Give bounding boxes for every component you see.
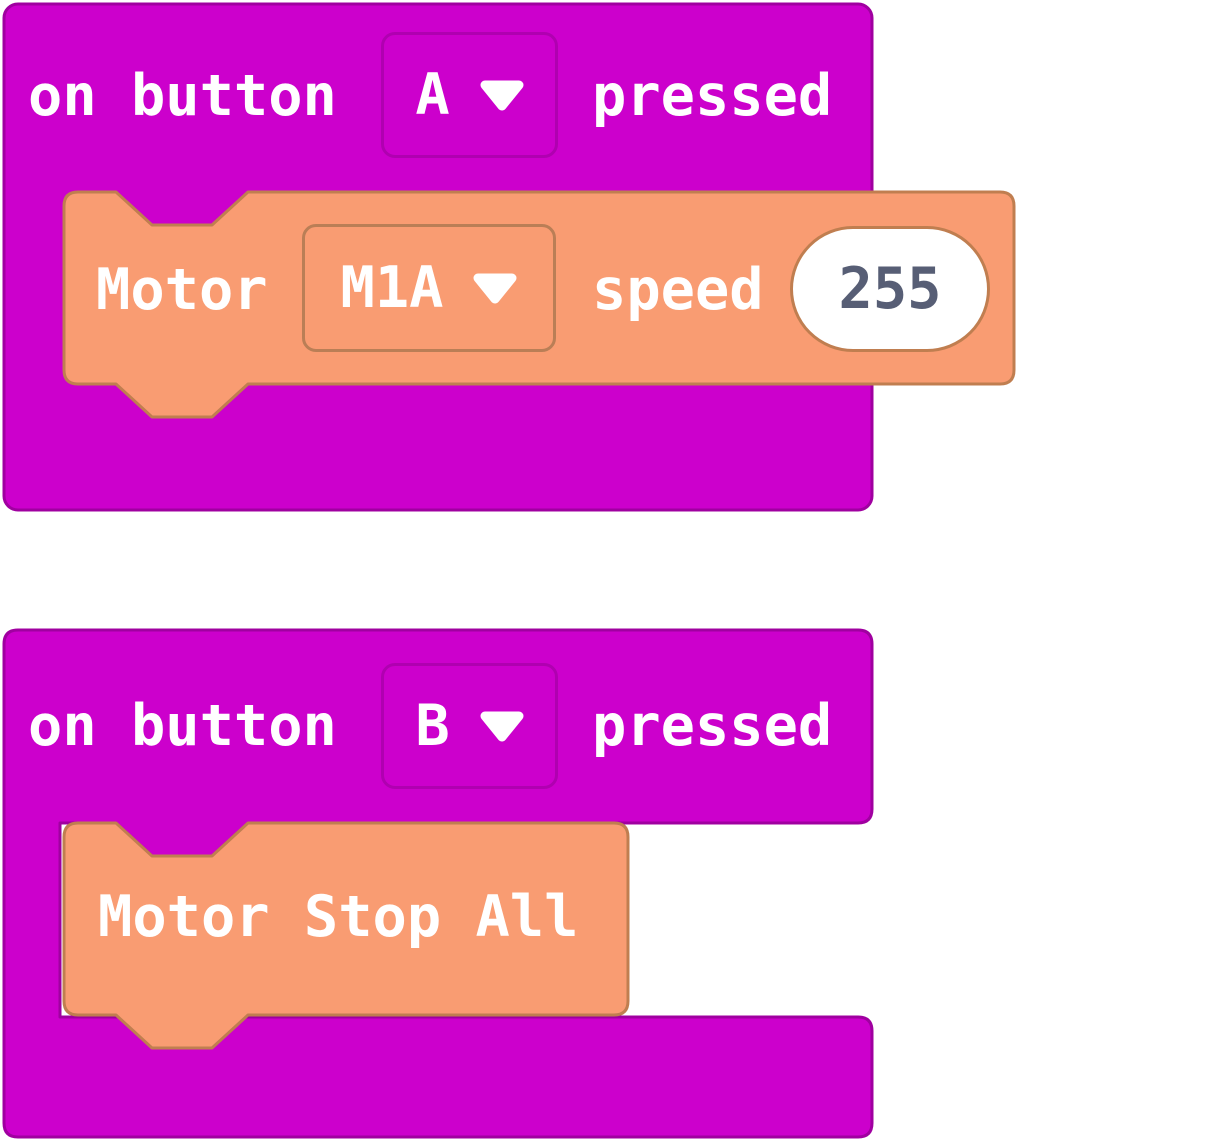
speed-value-text: 255 [838, 256, 942, 322]
event-block-b-shape[interactable] [2, 628, 874, 1139]
event-a-suffix-label: pressed [592, 62, 833, 129]
motor-channel-dropdown[interactable]: M1A [302, 224, 556, 352]
button-a-dropdown[interactable]: A [381, 32, 558, 158]
motor-channel-dropdown-value: M1A [340, 255, 444, 321]
motor-stop-block-shape[interactable] [62, 821, 630, 1050]
chevron-down-icon [480, 711, 524, 741]
button-a-dropdown-value: A [415, 62, 450, 128]
button-b-dropdown[interactable]: B [381, 663, 558, 789]
motor-speed-block-shape[interactable] [62, 190, 1016, 419]
speed-value-input[interactable]: 255 [790, 226, 990, 352]
chevron-down-icon [480, 80, 524, 110]
event-b-prefix-label: on button [28, 692, 337, 759]
event-a-prefix-label: on button [28, 62, 337, 129]
motor-label: Motor [96, 256, 268, 323]
speed-label: speed [592, 256, 764, 323]
button-b-dropdown-value: B [415, 693, 450, 759]
chevron-down-icon [473, 273, 517, 303]
motor-stop-all-label: Motor Stop All [98, 883, 579, 950]
event-b-suffix-label: pressed [592, 692, 833, 759]
